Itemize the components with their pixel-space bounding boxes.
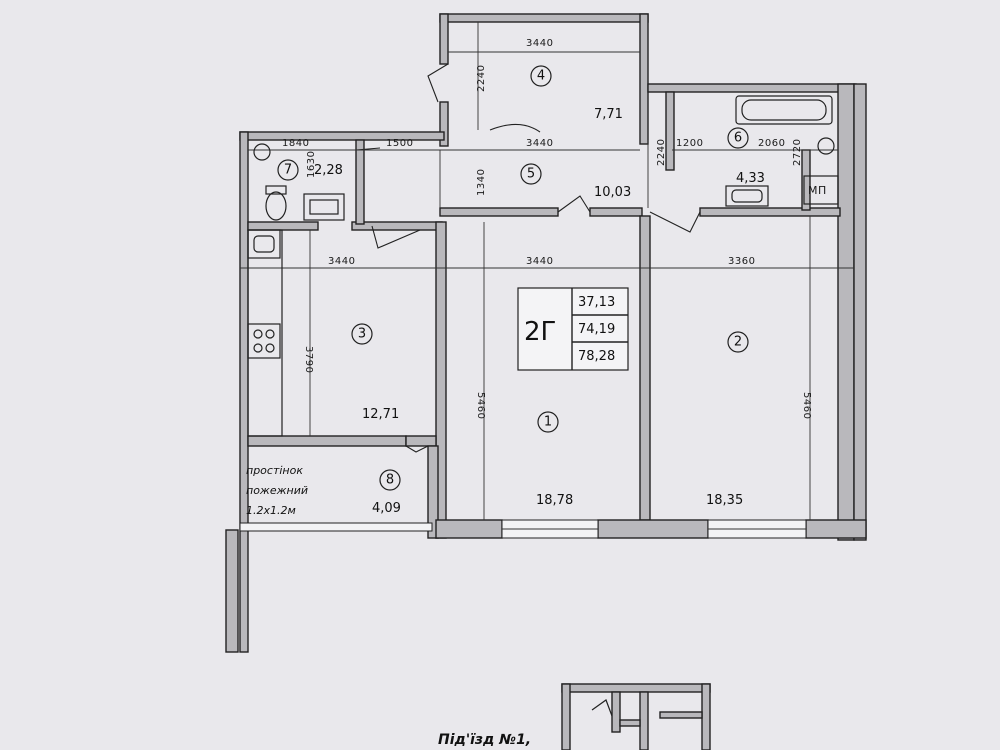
fire-wall-note: простінок пожежний 1.2х1.2м [246, 464, 308, 517]
room-number-5: 5 [520, 163, 542, 185]
room-area-6: 4,33 [736, 171, 765, 186]
svg-text:простінок: простінок [246, 464, 303, 477]
key-plan [561, 683, 711, 750]
room-number-1: 1 [537, 411, 559, 433]
dim-room2-height: 5460 [801, 392, 812, 419]
dim-1840: 1840 [282, 138, 309, 149]
svg-text:6: 6 [734, 131, 742, 146]
total-area: 74,19 [578, 322, 615, 337]
dim-1200: 1200 [676, 138, 703, 149]
dim-room4-width: 3440 [526, 38, 553, 49]
room-area-8: 4,09 [372, 501, 401, 516]
room-number-4: 4 [530, 65, 552, 87]
fixtures [247, 95, 839, 437]
entrance-label: Під'їзд №1, [438, 732, 531, 748]
room-number-3: 3 [351, 323, 373, 345]
svg-text:1.2х1.2м: 1.2х1.2м [246, 504, 296, 517]
bathtub-icon [735, 95, 833, 125]
dim-room4-height: 2240 [476, 65, 487, 92]
washer-icon [303, 193, 345, 221]
dim-corridor-width: 3440 [526, 138, 553, 149]
living-area: 37,13 [578, 295, 615, 310]
doors [355, 63, 701, 453]
sink-icon [725, 185, 769, 207]
dim-room3-width: 3440 [328, 256, 355, 267]
svg-text:1: 1 [544, 415, 552, 430]
svg-text:7: 7 [284, 163, 292, 178]
svg-text:2: 2 [734, 335, 742, 350]
apartment-summary: 2Г 37,13 74,19 78,28 [517, 287, 629, 371]
room-number-7: 7 [277, 159, 299, 181]
dim-room2-width: 3360 [728, 256, 755, 267]
kitchen-sink-icon [247, 229, 281, 259]
svg-text:4: 4 [537, 69, 545, 84]
gross-area: 78,28 [578, 349, 615, 364]
room-area-3: 12,71 [362, 407, 399, 422]
room-area-5: 10,03 [594, 185, 631, 200]
toilet-icon [265, 185, 287, 221]
windows [239, 519, 807, 539]
dimension-lines [240, 22, 854, 520]
room-areas: 18,78 18,35 12,71 7,71 10,03 4,33 2,28 4… [314, 107, 765, 516]
svg-text:пожежний: пожежний [246, 484, 308, 497]
room-number-8: 8 [379, 469, 401, 491]
stove-icon [247, 323, 281, 359]
walls [225, 13, 867, 653]
room-area-1: 18,78 [536, 493, 573, 508]
room-area-4: 7,71 [594, 107, 623, 122]
dim-2720: 2720 [792, 139, 803, 166]
room-number-6: 6 [727, 127, 749, 149]
riser-icon [253, 137, 835, 161]
svg-text:3: 3 [358, 327, 366, 342]
apartment-type: 2Г [524, 317, 556, 347]
room-area-7: 2,28 [314, 163, 343, 178]
dim-room1-width: 3440 [526, 256, 553, 267]
dim-1630: 1630 [306, 151, 317, 178]
dimension-labels: 3440 2240 1840 1500 1630 3440 1340 2240 … [282, 38, 812, 419]
dim-corridor-height: 2240 [656, 139, 667, 166]
dim-1500: 1500 [386, 138, 413, 149]
dim-3790: 3790 [303, 346, 314, 373]
room-numbers: 1 2 3 4 5 6 7 8 [277, 65, 749, 491]
svg-text:5: 5 [527, 167, 535, 182]
dim-room1-height: 5460 [475, 392, 486, 419]
mp-label: МП [808, 184, 827, 197]
dim-2060: 2060 [758, 138, 785, 149]
room-area-2: 18,35 [706, 493, 743, 508]
svg-text:8: 8 [386, 473, 394, 488]
room-number-2: 2 [727, 331, 749, 353]
dim-1340: 1340 [476, 169, 487, 196]
